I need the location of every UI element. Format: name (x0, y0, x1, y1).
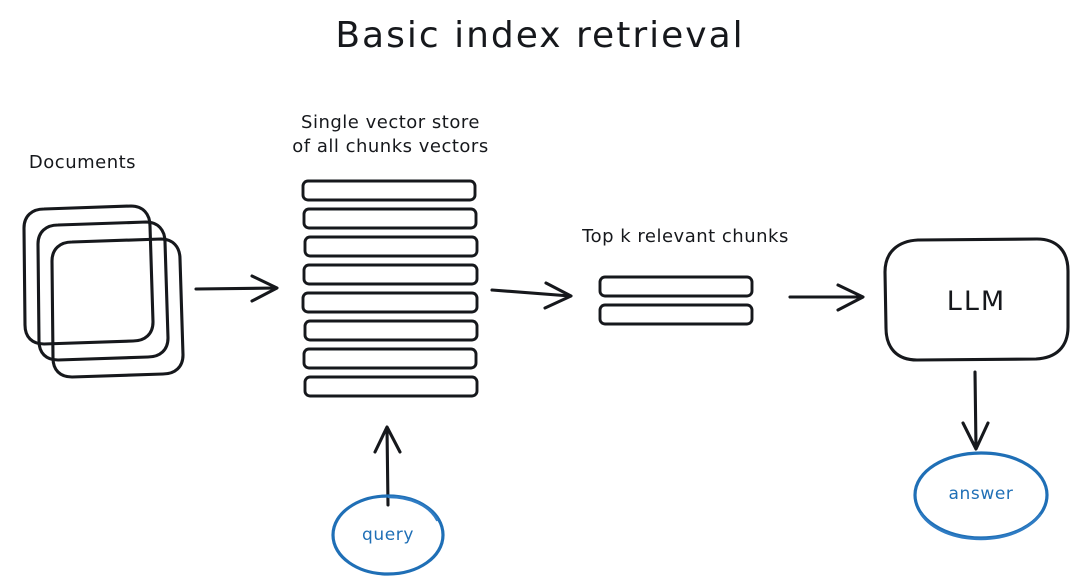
query-bubble[interactable] (331, 494, 445, 576)
topk-label: Top k relevant chunks (582, 226, 789, 247)
llm-label: LLM (946, 286, 1007, 317)
query-label: query (361, 525, 415, 545)
arrow-llm-to-answer (961, 370, 990, 451)
documents-stack (22, 204, 185, 379)
answer-bubble[interactable] (913, 451, 1049, 541)
vector-store-label-line1: Single vector store (301, 112, 480, 133)
arrow-topk-to-llm (788, 283, 865, 312)
answer-label: answer (948, 484, 1014, 504)
page-title: Basic index retrieval (335, 15, 745, 56)
arrow-store-to-topk (490, 281, 573, 310)
arrow-query-to-store (373, 425, 402, 507)
topk-chunk-bars (598, 275, 754, 326)
vector-store-label-line2: of all chunks vectors (292, 136, 489, 157)
vector-store-bars (301, 179, 479, 398)
arrow-documents-to-store (194, 274, 279, 303)
documents-label: Documents (28, 152, 137, 173)
llm-box[interactable] (883, 237, 1070, 362)
